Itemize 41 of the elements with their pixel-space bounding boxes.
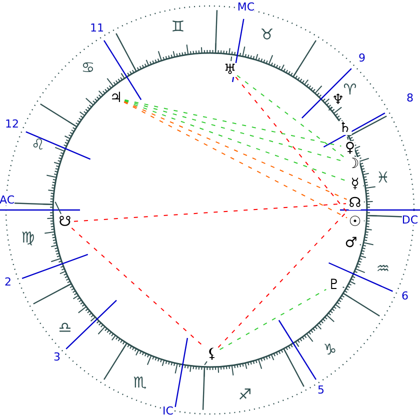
house-label: 2 <box>4 276 12 288</box>
zodiac-sign-glyph: ♉ <box>260 28 274 42</box>
planet-glyph: ♀ <box>344 141 356 155</box>
house-label: DC <box>402 214 418 226</box>
planet-glyph: ☊ <box>348 196 362 210</box>
aspect-line <box>219 288 327 350</box>
zodiac-sign-glyph: ♌ <box>31 138 45 152</box>
zodiac-sign-glyph: ♒ <box>376 262 390 276</box>
planet-glyph: ☉ <box>348 215 362 229</box>
house-label: 3 <box>54 352 60 362</box>
house-label: 11 <box>90 22 104 34</box>
zodiac-sign-glyph: ♋ <box>81 60 95 76</box>
planet-glyph: ☋ <box>58 215 72 229</box>
aspect-line <box>236 74 346 160</box>
aspect-line <box>124 102 348 218</box>
house-label: 8 <box>406 92 414 104</box>
zodiac-sign-glyph: ♐ <box>238 388 252 402</box>
house-label: IC <box>162 406 174 416</box>
zodiac-sign-glyph: ♊ <box>171 20 185 34</box>
house-label: 9 <box>358 52 366 64</box>
planet-glyph: ♄ <box>338 121 352 135</box>
zodiac-sign-glyph: ♎ <box>58 320 72 336</box>
zodiac-sign-glyph: ♈ <box>343 82 357 98</box>
planet-glyph: ♃ <box>110 91 122 105</box>
house-label: MC <box>237 2 255 12</box>
aspect-line <box>73 203 347 222</box>
house-label: 5 <box>318 384 324 396</box>
zodiac-sign-glyph: ♓ <box>376 170 390 186</box>
planet-glyph: ♂ <box>344 236 358 250</box>
aspect-line <box>124 100 348 182</box>
zodiac-sign-glyph: ♏ <box>133 376 147 390</box>
planet-glyph: ☿ <box>350 177 360 191</box>
house-label: 12 <box>5 118 19 130</box>
planet-glyph: ♆ <box>332 93 344 107</box>
aspect-line <box>124 101 348 200</box>
aspect-line <box>124 99 342 147</box>
house-label: 6 <box>402 290 408 302</box>
planet-glyph: ♅ <box>224 63 236 77</box>
zodiac-sign-glyph: ♑ <box>323 342 337 358</box>
zodiac-sign-glyph: ♍ <box>21 230 35 246</box>
planet-glyph: ⚸ <box>206 347 218 361</box>
